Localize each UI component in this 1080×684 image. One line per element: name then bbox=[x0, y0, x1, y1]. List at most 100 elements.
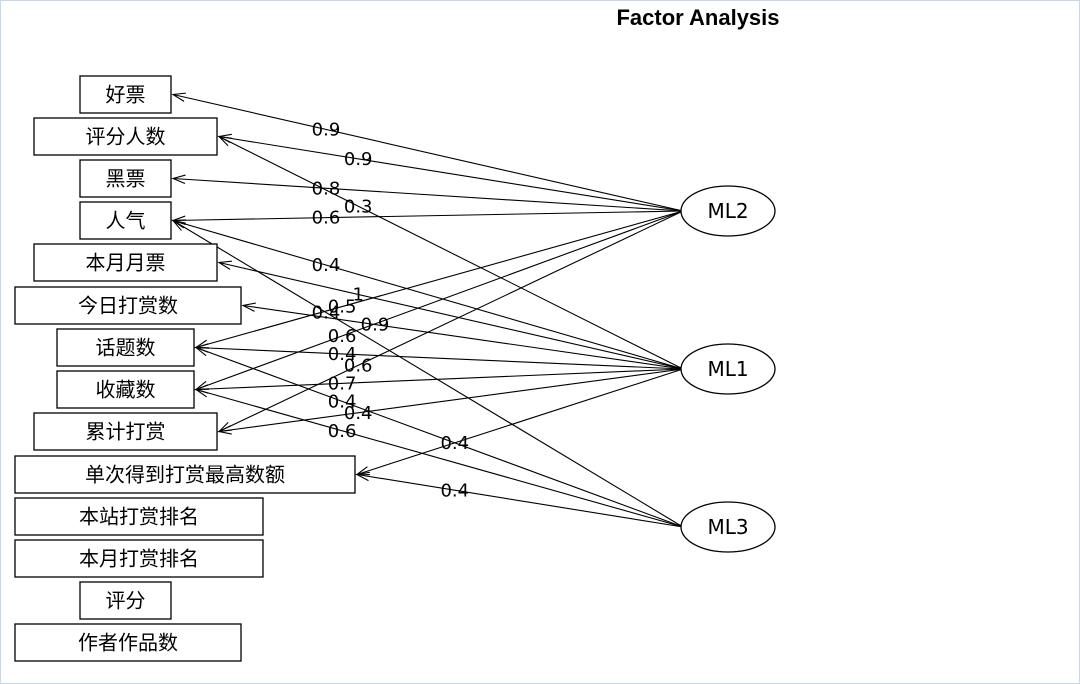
variable-label: 黑票 bbox=[106, 167, 146, 191]
loading-edge: 0.6 bbox=[194, 388, 684, 528]
variable-box-border bbox=[56, 370, 195, 409]
loading-edge: 0.4 bbox=[355, 471, 684, 528]
variable-box: 好票 bbox=[79, 75, 172, 114]
diagram-title: Factor Analysis bbox=[616, 5, 779, 30]
loading-edge: 0.9 bbox=[217, 133, 684, 212]
variable-box-border bbox=[33, 412, 218, 451]
loading-line bbox=[218, 368, 684, 433]
loading-edge: 0.9 bbox=[241, 302, 684, 370]
variable-box-border bbox=[56, 328, 195, 367]
loading-edge: 0.4 bbox=[194, 346, 684, 528]
loading-line bbox=[172, 177, 684, 212]
variable-label: 本站打赏排名 bbox=[79, 505, 199, 529]
factor-label: ML2 bbox=[707, 199, 748, 223]
loading-value-label: 0.4 bbox=[328, 391, 357, 412]
variable-box: 话题数 bbox=[56, 328, 195, 367]
loading-edge: 0.4 bbox=[194, 343, 684, 370]
arrowhead-icon bbox=[217, 260, 232, 270]
variable-label: 单次得到打赏最高数额 bbox=[85, 463, 285, 487]
variable-box: 黑票 bbox=[79, 159, 172, 198]
variable-box-border bbox=[33, 243, 218, 282]
loading-line bbox=[218, 136, 684, 370]
variable-label: 人气 bbox=[106, 209, 146, 233]
variable-label: 好票 bbox=[106, 83, 146, 107]
variable-label: 收藏数 bbox=[96, 378, 156, 402]
arrowhead-icon bbox=[171, 92, 186, 102]
variable-box: 收藏数 bbox=[56, 370, 195, 409]
loading-edges: 0.90.90.80.60.50.60.60.30.410.90.40.70.4… bbox=[171, 92, 684, 528]
arrowhead-icon bbox=[194, 346, 210, 357]
loading-line bbox=[218, 135, 684, 212]
loading-line bbox=[218, 210, 684, 432]
variable-box-border bbox=[33, 117, 218, 156]
arrowhead-icon bbox=[217, 135, 232, 147]
variable-box: 人气 bbox=[79, 201, 172, 240]
loading-value-label: 0.4 bbox=[312, 302, 341, 323]
loading-line bbox=[218, 261, 684, 370]
loading-line bbox=[195, 388, 684, 528]
variable-box-border bbox=[79, 581, 172, 620]
loading-line bbox=[356, 473, 684, 528]
loading-edge: 0.4 bbox=[171, 219, 684, 370]
factor-node: ML3 bbox=[680, 501, 776, 553]
loading-edge: 1 bbox=[217, 260, 684, 370]
variable-box-border bbox=[14, 539, 264, 578]
factor-ellipse bbox=[680, 501, 776, 553]
variable-label: 累计打赏 bbox=[86, 420, 166, 444]
arrowhead-icon bbox=[217, 425, 232, 435]
loading-edge: 0.6 bbox=[171, 208, 684, 229]
loading-value-label: 0.9 bbox=[312, 119, 341, 140]
arrowhead-icon bbox=[194, 388, 210, 398]
arrowhead-icon bbox=[241, 302, 256, 312]
loading-value-label: 0.8 bbox=[312, 178, 341, 199]
variable-box: 评分 bbox=[79, 581, 172, 620]
loading-edge: 0.4 bbox=[355, 368, 684, 476]
factor-label: ML3 bbox=[707, 515, 748, 539]
loading-edge: 0.7 bbox=[194, 368, 684, 394]
loading-edge: 0.3 bbox=[217, 135, 684, 370]
variable-label: 本月打赏排名 bbox=[79, 547, 199, 571]
variable-box: 今日打赏数 bbox=[14, 286, 242, 325]
variable-box: 单次得到打赏最高数额 bbox=[14, 455, 356, 494]
arrowhead-icon bbox=[355, 471, 370, 482]
loading-line bbox=[195, 368, 684, 391]
variable-box: 本月打赏排名 bbox=[14, 539, 264, 578]
variable-label: 作者作品数 bbox=[78, 631, 178, 655]
variable-box-border bbox=[79, 75, 172, 114]
loading-value-label: 0.3 bbox=[344, 196, 373, 217]
variable-box-border bbox=[14, 623, 242, 662]
variable-box: 累计打赏 bbox=[33, 412, 218, 451]
loading-edge: 0.6 bbox=[194, 210, 684, 391]
variable-box: 作者作品数 bbox=[14, 623, 242, 662]
loading-value-label: 0.9 bbox=[361, 315, 390, 336]
arrowhead-icon bbox=[171, 174, 186, 184]
loading-value-label: 0.7 bbox=[328, 373, 357, 394]
loading-line bbox=[172, 219, 684, 370]
factor-node: ML1 bbox=[680, 343, 776, 395]
loading-value-label: 0.6 bbox=[328, 421, 357, 442]
loading-edge: 0.9 bbox=[171, 92, 684, 212]
loading-value-label: 0.6 bbox=[344, 355, 373, 376]
variable-label: 今日打赏数 bbox=[78, 294, 178, 318]
loading-line bbox=[195, 210, 684, 391]
loading-value-label: 0.4 bbox=[328, 344, 357, 365]
variable-box-border bbox=[79, 159, 172, 198]
loading-value-label: 0.4 bbox=[312, 255, 341, 276]
factor-ellipse bbox=[680, 343, 776, 395]
variable-label: 评分 bbox=[106, 589, 146, 613]
loading-value-label: 0.4 bbox=[440, 480, 469, 501]
loading-line bbox=[172, 210, 684, 222]
variable-box-border bbox=[79, 201, 172, 240]
loading-value-label: 0.4 bbox=[344, 403, 373, 424]
variable-box-border bbox=[14, 286, 242, 325]
loading-line bbox=[195, 210, 684, 349]
factor-label: ML1 bbox=[707, 357, 748, 381]
variable-box: 本月月票 bbox=[33, 243, 218, 282]
loading-value-label: 0.9 bbox=[344, 149, 373, 170]
loading-line bbox=[242, 304, 684, 370]
variable-box: 本站打赏排名 bbox=[14, 497, 264, 536]
loading-line bbox=[195, 346, 684, 528]
